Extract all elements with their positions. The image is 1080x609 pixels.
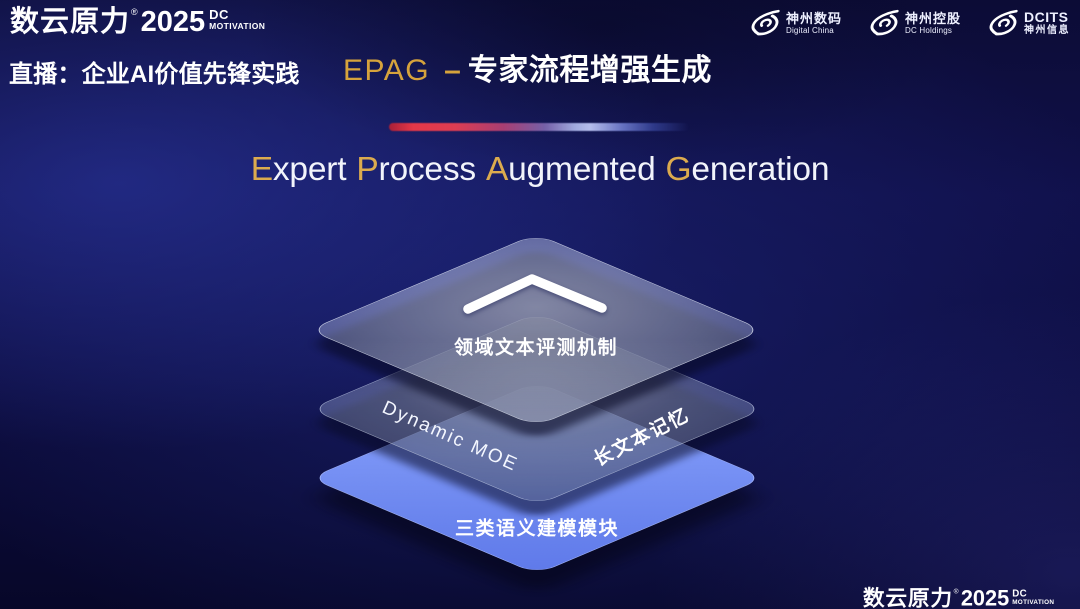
brand-dc: DC [209, 7, 229, 22]
label-top-layer: 领域文本评测机制 [453, 337, 619, 359]
swirl-icon [989, 9, 1018, 36]
page-title: EPAG – 专家流程增强生成 [343, 56, 712, 86]
headline-cap: P [356, 151, 379, 188]
brand-wordmark: 数云原力 [862, 586, 953, 609]
partner-name-cjk: 神州数码 [785, 10, 842, 26]
partner-dcits: DCITS 神州信息 [987, 7, 1070, 39]
swirl-icon [751, 9, 780, 36]
headline-cap: E [250, 151, 273, 188]
live-subtitle: 直播：企业AI价值先锋实践 [9, 61, 300, 88]
headline-cap: G [665, 151, 692, 188]
brand-year: 2025 [140, 6, 206, 38]
partner-name-en: DC Holdings [904, 25, 953, 35]
partner-dc-holdings: 神州控股 DC Holdings [868, 7, 961, 39]
brand-motivation: MOTIVATION [209, 21, 266, 31]
headline-rest: eneration [691, 151, 830, 188]
brand-motivation: MOTIVATION [1011, 598, 1054, 606]
swirl-icon [870, 9, 899, 36]
title-chinese: 专家流程增强生成 [467, 54, 712, 87]
partner-name-cjk: 神州控股 [904, 10, 961, 26]
partner-name-cjk: 神州信息 [1024, 25, 1070, 36]
partner-logos: 神州数码 Digital China 神州控股 DC Holdings [749, 7, 1070, 39]
headline-rest: ugmented [508, 151, 656, 188]
partner-digital-china: 神州数码 Digital China [749, 7, 842, 39]
title-dash: – [444, 54, 461, 87]
label-bottom-layer: 三类语义建模模块 [454, 518, 620, 540]
headline-cap: A [485, 151, 509, 188]
partner-name-en: Digital China [785, 25, 834, 35]
gradient-divider [389, 123, 689, 131]
brand-wordmark: 数云原力 [10, 6, 131, 38]
registered-mark-icon: ® [953, 587, 959, 595]
brand-logo-bottom-right: 数云原力 ® 2025 DC MOTIVATION [863, 588, 1054, 609]
partner-name-en: DCITS [1024, 9, 1069, 25]
title-epag: EPAG [343, 54, 431, 87]
brand-logo-top-left: 数云原力 ® 2025 DC MOTIVATION [10, 8, 265, 37]
brand-year: 2025 [960, 586, 1009, 609]
brand-dc: DC [1011, 587, 1027, 599]
headline-rest: rocess [378, 151, 477, 188]
registered-mark-icon: ® [131, 7, 138, 17]
headline-rest: xpert [272, 151, 347, 188]
